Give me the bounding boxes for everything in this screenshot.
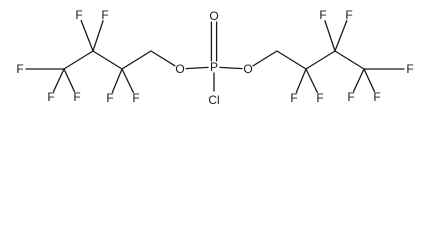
bonds-layer	[25, 19, 405, 94]
bond-cl1-cl2	[121, 50, 152, 70]
bond-cl2-cl3	[92, 50, 123, 70]
atom-label-fr1: F	[290, 91, 297, 105]
bond-cl3-fl4	[92, 20, 104, 52]
double-bond-p-o1	[210, 21, 218, 62]
bond-ol-cl1	[150, 50, 176, 67]
bond-cr3-fr3	[324, 20, 336, 52]
atom-label-cl: Cl	[208, 93, 219, 107]
atom-label-o1: O	[209, 9, 218, 23]
bond-cr2-fr1	[295, 68, 307, 94]
bond-or-cr1	[252, 50, 278, 67]
atom-label-fl1: F	[106, 91, 113, 105]
bond-p-ol	[185, 66, 209, 70]
atom-label-fr6: F	[347, 90, 354, 104]
atom-label-fr2: F	[316, 91, 323, 105]
bond-cl4-fl6	[52, 68, 65, 93]
atom-label-fl2: F	[132, 91, 139, 105]
atoms-layer: P O Cl O O F F F F F F F F F F F F F F	[16, 8, 413, 107]
bond-p-or	[219, 66, 243, 70]
bond-cr4-fr6	[352, 68, 365, 93]
atom-label-fr7: F	[373, 90, 380, 104]
bond-cl3-cl4	[63, 50, 94, 70]
bond-cr3-fr4	[334, 19, 348, 52]
atom-label-fr5: F	[406, 62, 413, 76]
atom-label-fr3: F	[319, 8, 326, 22]
bond-cl2-fl2	[121, 68, 135, 94]
atom-label-fl5: F	[16, 62, 23, 76]
structural-formula: P O Cl O O F F F F F F F F F F F F F F	[16, 8, 413, 107]
bond-cl4-fl7	[63, 68, 76, 93]
bond-cr1-cr2	[276, 50, 307, 70]
bond-cl2-fl1	[111, 68, 123, 94]
atom-label-ol: O	[175, 62, 184, 76]
bond-cl3-fl3	[80, 19, 94, 52]
atom-label-p: P	[210, 60, 218, 74]
atom-label-or: O	[243, 62, 252, 76]
atom-label-fl6: F	[47, 90, 54, 104]
atom-label-fl7: F	[73, 90, 80, 104]
atom-label-fl3: F	[75, 8, 82, 22]
bond-cr2-fr2	[305, 68, 319, 94]
bond-cr4-fr7	[363, 68, 376, 93]
atom-label-fr4: F	[345, 8, 352, 22]
atom-label-fl4: F	[101, 8, 108, 22]
bond-cr3-cr4	[334, 50, 365, 70]
bond-cr2-cr3	[305, 50, 336, 70]
